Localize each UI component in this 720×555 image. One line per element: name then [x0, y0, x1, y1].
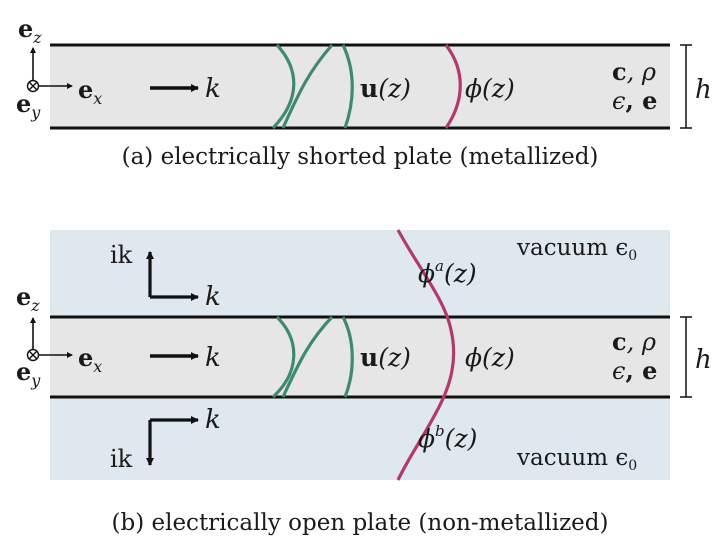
potential-below-label: ϕb(z) [418, 422, 477, 453]
vacuum-top-region [50, 230, 670, 317]
vacuum-bottom-label: vacuum ϵ0 [516, 445, 637, 474]
axis-label-ey: ey [16, 89, 41, 122]
upper-k-label: k [205, 282, 221, 312]
axis-label-ez: ez [16, 282, 40, 315]
material-c-rho-a: c, ρ [612, 57, 656, 86]
lower-k-label: k [205, 405, 221, 435]
thickness-bracket-b [680, 316, 692, 398]
axis-label-ex: ex [78, 343, 102, 376]
wave-number-label-b: k [205, 343, 221, 373]
caption-b: (b) electrically open plate (non-metalli… [111, 510, 609, 536]
potential-curve-b [396, 229, 456, 481]
potential-curve-a [444, 44, 462, 129]
displacement-label-a: u(z) [360, 74, 411, 103]
coordinate-axes-a: ez ex ey [16, 14, 102, 122]
lower-decay-axes [146, 416, 199, 466]
lower-ik-label: ik [110, 445, 133, 473]
potential-label-b: ϕ(z) [465, 343, 515, 372]
axis-label-ez: ez [18, 14, 42, 47]
vacuum-bottom-region [50, 397, 670, 480]
axis-label-ey: ey [16, 357, 41, 390]
displacement-curves-a [271, 43, 354, 130]
thickness-label-b: h [695, 345, 712, 375]
upper-ik-label: ik [110, 241, 133, 269]
vacuum-top-label: vacuum ϵ0 [516, 235, 637, 264]
thickness-bracket-a [680, 44, 692, 129]
caption-a: (a) electrically shorted plate (metalliz… [121, 144, 599, 170]
panel-b: ez ex ey ik k k ik k u(z) ϕ(z) ϕ [16, 229, 712, 481]
wave-number-label-a: k [205, 74, 221, 104]
potential-above-label: ϕa(z) [418, 257, 477, 288]
material-c-rho-b: c, ρ [612, 327, 656, 356]
thickness-label-a: h [695, 75, 712, 105]
upper-decay-axes [146, 251, 199, 301]
panel-a: ez ex ey k u(z) ϕ(z) c, ρ ϵ, e h [16, 14, 712, 130]
axis-label-ex: ex [78, 75, 102, 108]
coordinate-axes-b: ez ex ey [16, 282, 102, 390]
material-eps-e-a: ϵ, e [612, 86, 657, 115]
displacement-label-b: u(z) [360, 343, 411, 372]
potential-label-a: ϕ(z) [465, 74, 515, 103]
displacement-curves-b [271, 315, 354, 399]
material-eps-e-b: ϵ, e [612, 356, 657, 385]
